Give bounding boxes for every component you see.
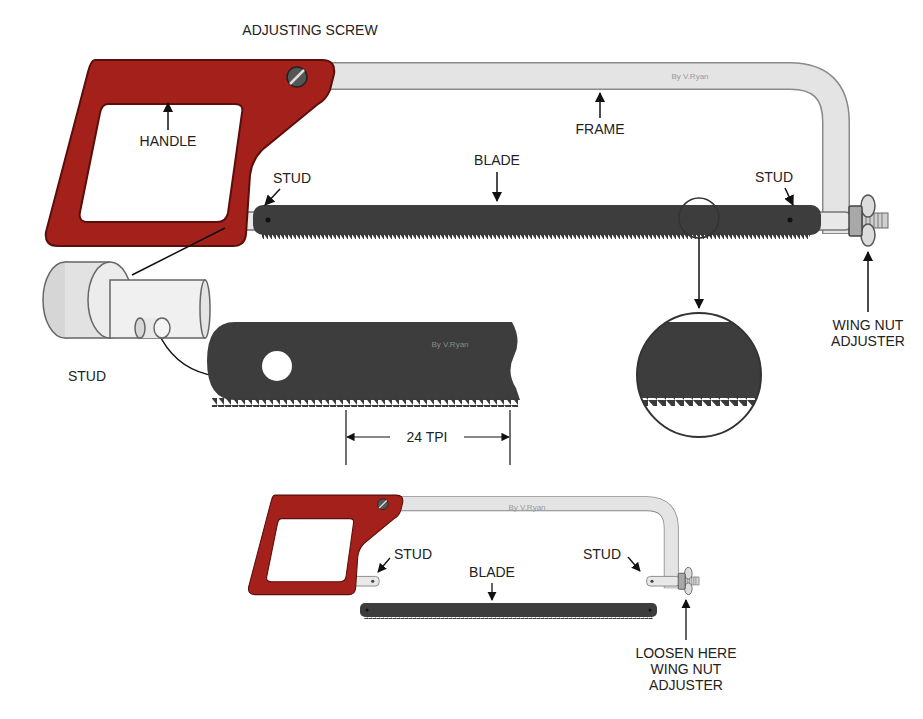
part-label: STUD <box>583 546 621 562</box>
stud-detail <box>43 262 210 338</box>
part-label: STUD <box>68 368 106 384</box>
part-label: WING NUT ADJUSTER <box>820 317 916 349</box>
watermark: By V.Ryan <box>671 72 708 81</box>
hacksaw-top <box>46 60 888 246</box>
zoom-ring <box>679 198 719 238</box>
part-label: BLADE <box>469 564 515 580</box>
leader-lines-bottom <box>378 557 686 640</box>
dimension-label: 24 TPI <box>403 429 452 445</box>
watermark: By V.Ryan <box>431 340 468 349</box>
hacksaw-bottom <box>248 495 699 595</box>
blade-top <box>253 205 821 239</box>
blade-bottom <box>360 603 657 619</box>
part-label: HANDLE <box>140 133 197 149</box>
part-label: ADJUSTING SCREW <box>242 22 377 38</box>
part-label: FRAME <box>576 121 625 137</box>
part-label: STUD <box>755 169 793 185</box>
watermark: By V.Ryan <box>508 503 545 512</box>
part-label: STUD <box>394 546 432 562</box>
zoom-circle <box>637 313 761 437</box>
zoom-leader <box>698 238 700 308</box>
blade-detail <box>207 322 520 407</box>
dimension-lines <box>346 410 510 465</box>
part-label: BLADE <box>474 152 520 168</box>
zoom-detail <box>630 310 770 450</box>
instruction-label: LOOSEN HERE WING NUT ADJUSTER <box>634 645 738 693</box>
part-label: STUD <box>273 170 311 186</box>
